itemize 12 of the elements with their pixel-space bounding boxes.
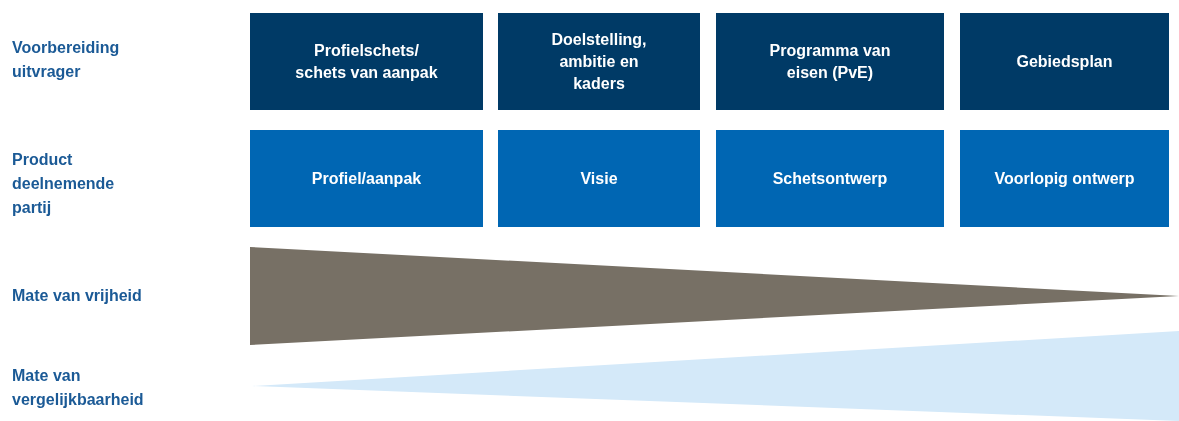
stage-box: Profielschets/ schets van aanpak [250, 13, 483, 110]
stage-box: Programma van eisen (PvE) [716, 13, 944, 110]
stage-box: Voorlopig ontwerp [960, 130, 1169, 227]
stage-box: Visie [498, 130, 700, 227]
stage-box: Profiel/aanpak [250, 130, 483, 227]
row-label: Product deelnemende partij [12, 150, 116, 218]
row-label: Mate van vergelijkbaarheid [12, 366, 145, 410]
stage-box: Doelstelling, ambitie en kaders [498, 13, 700, 110]
row-label: Mate van vrijheid [12, 286, 143, 306]
stage-box: Gebiedsplan [960, 13, 1169, 110]
stage-box: Schetsontwerp [716, 130, 944, 227]
row-label: Voorbereiding uitvrager [12, 38, 121, 82]
